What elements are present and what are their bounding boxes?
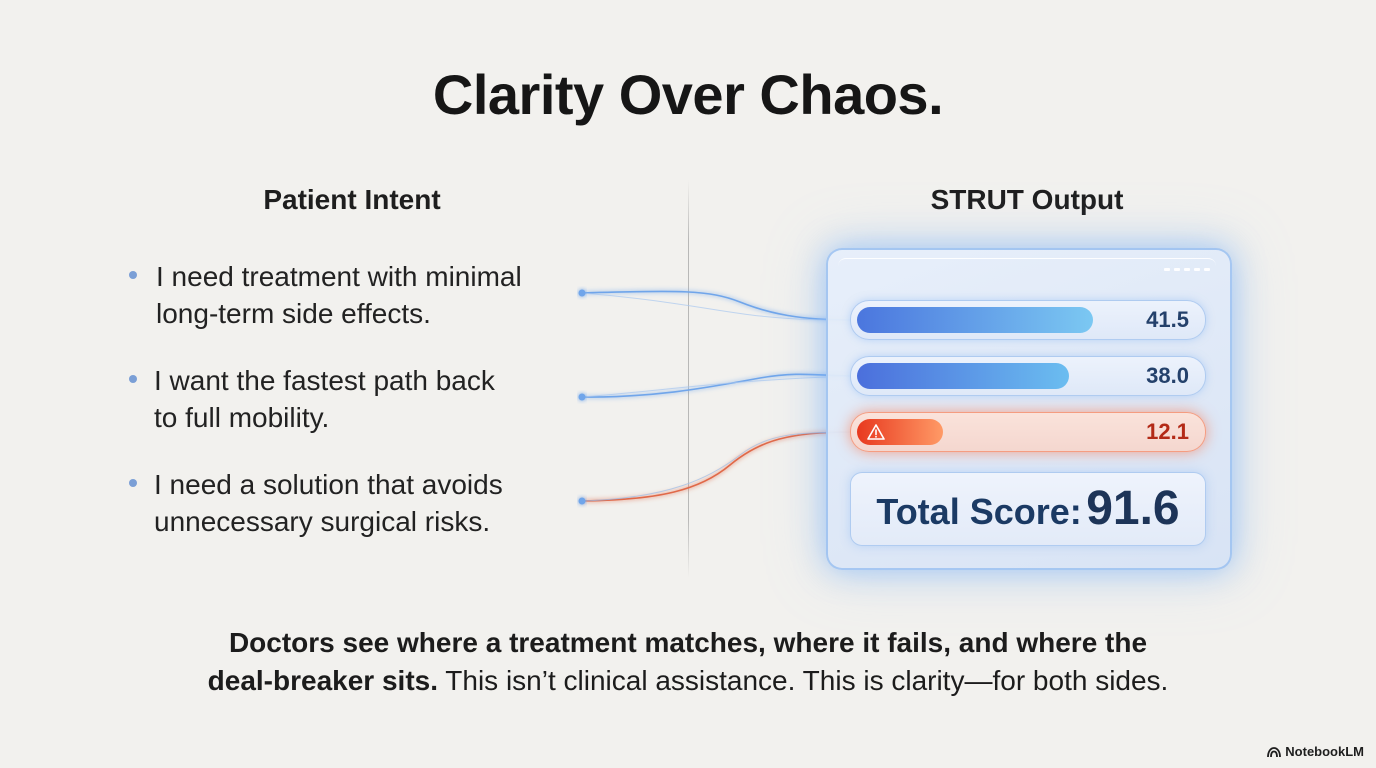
footer-normal-tail: This isn’t clinical assistance. This is … [438,665,1169,696]
bullet-icon [129,271,137,279]
bullet-icon [129,375,137,383]
notebooklm-logo-icon [1267,746,1282,757]
brand-name: NotebookLM [1285,744,1364,759]
intent-item: I need treatment with minimal long-term … [128,258,568,332]
panel-tick-marks [1120,268,1210,276]
patient-intent-heading: Patient Intent [263,184,441,215]
intent-line: long-term side effects. [156,298,431,329]
score-bar-row: 38.0 [850,356,1206,396]
page-title: Clarity Over Chaos. [432,63,944,126]
footer-bold-line1: Doctors see where a treatment matches, w… [228,627,1148,658]
brand-mark: NotebookLM [1267,744,1364,759]
connector-1 [578,289,853,321]
connector-2 [578,373,853,401]
score-value: 41.5 [1146,307,1189,332]
intent-item: I need a solution that avoids unnecessar… [128,466,568,540]
intent-line: unnecessary surgical risks. [154,506,491,537]
total-score-value: 91.6 [1086,482,1180,535]
total-score-label: Total Score: [876,491,1082,532]
score-bar-fill [857,363,1069,389]
column-divider [688,180,689,578]
score-value: 38.0 [1146,363,1189,388]
total-score-box: Total Score: 91.6 [850,472,1206,546]
bullet-icon [129,479,137,487]
warning-icon [867,424,885,440]
intent-line: I need a solution that avoids [154,469,503,500]
intent-line: I want the fastest path back [154,365,495,396]
intent-line: to full mobility. [154,402,330,433]
intent-item: I want the fastest path back to full mob… [128,362,568,436]
connector-3 [578,431,853,505]
panel-tab [838,258,1216,281]
footer-text: Doctors see where a treatment matches, w… [0,624,1376,700]
score-bar-row-warning: 12.1 [850,412,1206,452]
footer-bold-line2: deal-breaker sits. [207,665,438,696]
score-bar-fill [857,419,943,445]
score-bar-fill [857,307,1093,333]
score-value: 12.1 [1146,419,1189,444]
strut-output-heading: STRUT Output [930,184,1124,215]
intent-line: I need treatment with minimal [156,261,522,292]
score-bar-row: 41.5 [850,300,1206,340]
connector-lines [578,289,853,505]
